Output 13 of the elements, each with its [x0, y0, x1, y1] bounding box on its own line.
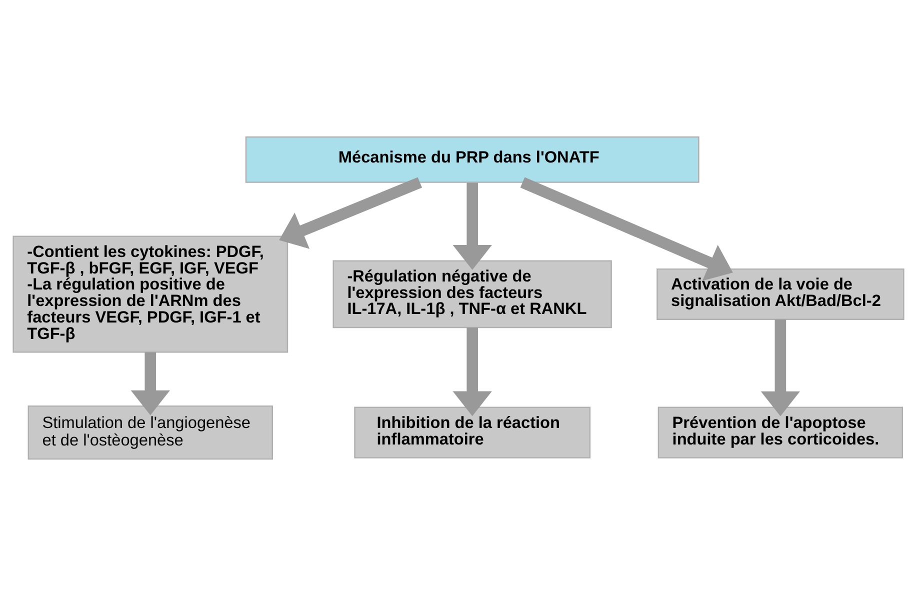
- arrow: [520, 177, 733, 281]
- arrow: [130, 352, 170, 416]
- node-box: -Contient les cytokines: PDGF, TGF-β , bFGF, EGF, IGF, VEGF -La régulation positive de l'expression de l'ARNm des facteurs VEGF, PDGF, IGF-1 et TGF-β: [12, 236, 288, 353]
- node-box: Stimulation de l'angiogenèse et de l'ostèogenèse: [28, 406, 273, 460]
- node-box: -Régulation négative de l'expression des facteurs IL-17A, IL-1β , TNF-α et RANKL: [332, 260, 612, 328]
- arrow: [279, 177, 422, 249]
- node-box: Inhibition de la réaction inflammatoire: [354, 406, 591, 458]
- node-box: Prévention de l'apoptose induite par les corticoides.: [658, 406, 904, 458]
- arrow: [452, 328, 492, 416]
- node-box: Activation de la voie de signalisation Akt/Bad/Bcl-2: [656, 268, 904, 320]
- arrow: [760, 319, 800, 416]
- node-box: Mécanisme du PRP dans l'ONATF: [245, 136, 700, 183]
- arrow: [452, 182, 492, 270]
